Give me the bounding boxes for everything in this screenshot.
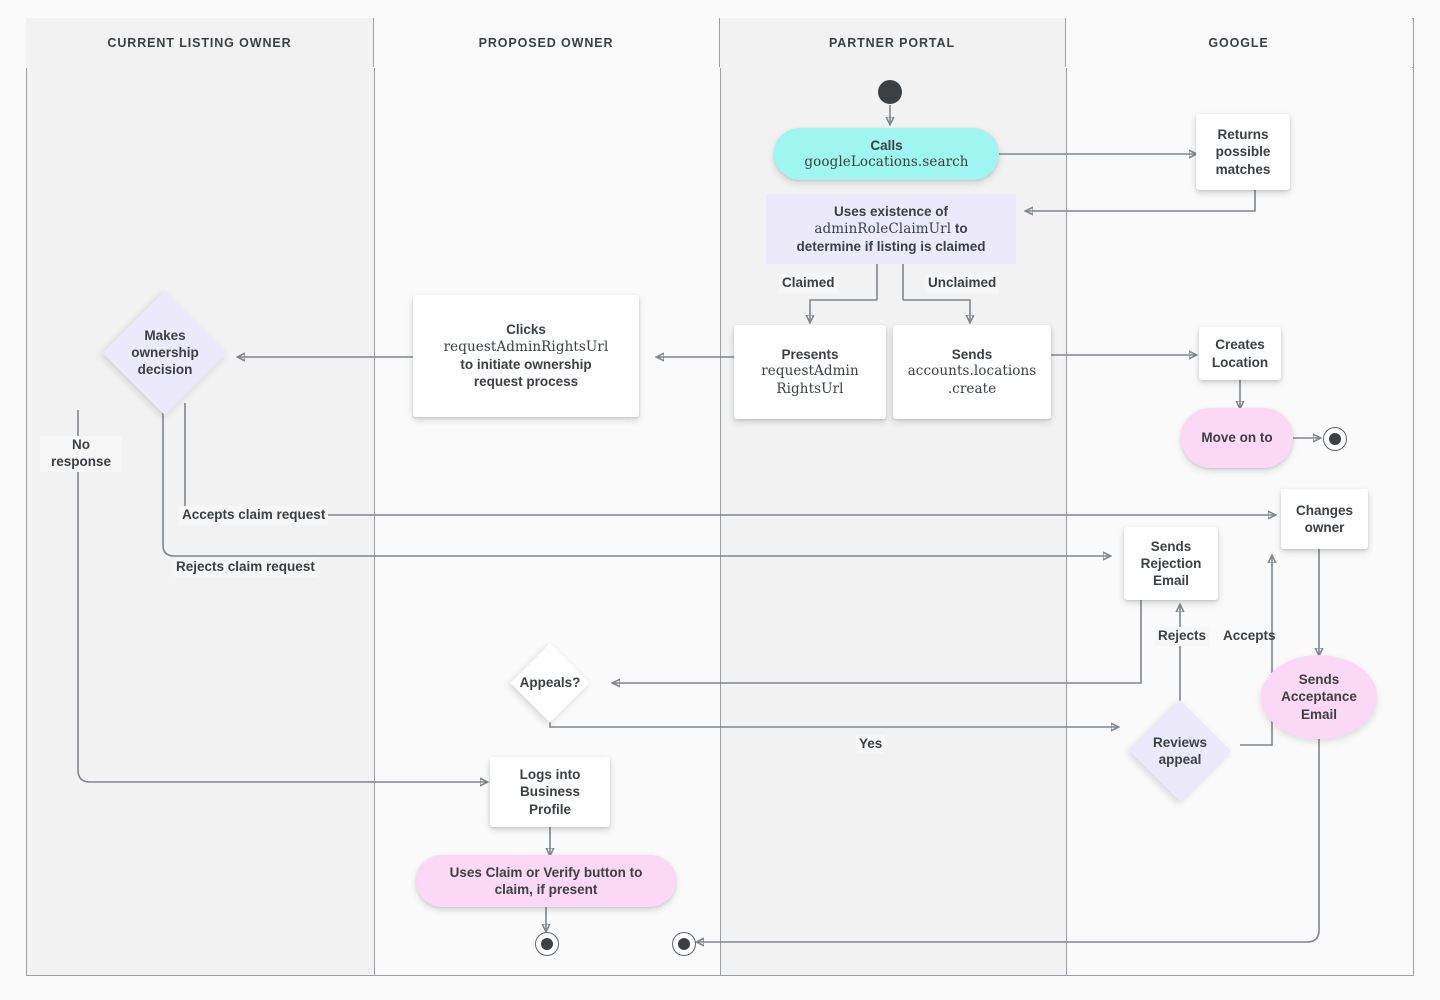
node-line-2: googleLocations.search — [804, 154, 969, 170]
node-logs-into-business-profile[interactable]: Logs into Business Profile — [490, 757, 610, 827]
node-clicks-requestadminrightsurl[interactable]: Clicks requestAdminRightsUrl to initiate… — [413, 295, 639, 417]
edge-label-accepts-claim-request: Accepts claim request — [179, 506, 329, 525]
node-changes-owner[interactable]: Changes owner — [1281, 489, 1368, 549]
edge-label-rejects: Rejects — [1155, 627, 1210, 646]
node-line-3: determine if listing is claimed — [796, 239, 986, 255]
lane-bg-current-listing-owner — [27, 19, 374, 975]
node-creates-location[interactable]: Creates Location — [1199, 327, 1281, 380]
node-line-2: requestAdmin — [761, 363, 859, 380]
node-label: Reviews appeal — [1152, 734, 1208, 767]
node-line-2: accounts.locations — [907, 363, 1037, 380]
node-appeals-decision[interactable]: Appeals? — [494, 643, 606, 723]
node-label: Appeals? — [519, 675, 581, 691]
end-node-google — [1323, 427, 1347, 451]
node-line-3: .create — [947, 380, 997, 397]
node-uses-existence-of-adminroleclaimurl[interactable]: Uses existence of adminRoleClaimUrl to d… — [766, 194, 1016, 264]
node-line-2: adminRoleClaimUrl to — [814, 220, 968, 237]
node-reviews-appeal[interactable]: Reviews appeal — [1118, 700, 1242, 802]
lane-divider-1 — [374, 19, 375, 975]
node-calls-googlelocations-search[interactable]: Calls googleLocations.search — [774, 128, 999, 180]
node-move-on-to[interactable]: Move on to — [1181, 408, 1293, 468]
edge-label-unclaimed: Unclaimed — [925, 274, 1000, 293]
end-node-proposed-owner — [535, 932, 559, 956]
node-line-3: to initiate ownership — [460, 357, 592, 372]
start-node — [878, 80, 902, 104]
node-label: Makes ownership decision — [131, 327, 199, 378]
node-line-1: Calls — [870, 137, 903, 153]
node-line-4: request process — [473, 374, 579, 390]
lane-header-label: PROPOSED OWNER — [478, 36, 614, 50]
node-line-1: Sends — [951, 347, 993, 363]
edge-label-accepts: Accepts — [1223, 628, 1276, 643]
node-sends-accounts-locations-create[interactable]: Sends accounts.locations .create — [893, 325, 1051, 419]
end-node-partner-portal — [672, 932, 696, 956]
lane-divider-3 — [1066, 19, 1067, 975]
lane-header-label: PARTNER PORTAL — [828, 36, 956, 50]
edge-label-no-response: No response — [40, 436, 122, 472]
node-line-2: requestAdminRightsUrl — [443, 338, 609, 355]
lane-header-label: GOOGLE — [1208, 36, 1269, 50]
edge-label-rejects-claim-request: Rejects claim request — [173, 558, 318, 577]
header-divider-1 — [373, 18, 374, 67]
swimlane-header-row: CURRENT LISTING OWNER PROPOSED OWNER PAR… — [26, 18, 1414, 68]
node-makes-ownership-decision[interactable]: Makes ownership decision — [95, 290, 235, 415]
node-returns-possible-matches[interactable]: Returns possible matches — [1196, 114, 1290, 190]
edge-label-yes: Yes — [856, 735, 886, 754]
header-divider-2 — [719, 18, 720, 67]
node-uses-claim-or-verify-button[interactable]: Uses Claim or Verify button to claim, if… — [416, 855, 676, 907]
node-sends-acceptance-email[interactable]: Sends Acceptance Email — [1261, 655, 1377, 739]
lane-bg-proposed-owner — [374, 19, 720, 975]
header-divider-3 — [1065, 18, 1066, 67]
lane-header-partner-portal: PARTNER PORTAL — [719, 18, 1065, 68]
node-presents-requestadminrightsurl[interactable]: Presents requestAdmin RightsUrl — [734, 325, 886, 419]
lane-header-label: CURRENT LISTING OWNER — [107, 36, 292, 50]
node-line-1: Clicks — [506, 322, 546, 338]
lane-header-google: GOOGLE — [1065, 18, 1412, 68]
lane-header-current-listing-owner: CURRENT LISTING OWNER — [26, 18, 373, 68]
edge-label-claimed: Claimed — [779, 274, 838, 293]
node-sends-rejection-email[interactable]: Sends Rejection Email — [1124, 527, 1218, 600]
node-line-1: Presents — [781, 347, 839, 363]
lane-header-proposed-owner: PROPOSED OWNER — [373, 18, 719, 68]
lane-divider-2 — [720, 19, 721, 975]
node-line-3: RightsUrl — [776, 380, 844, 397]
node-line-1: Uses existence of — [833, 203, 949, 219]
